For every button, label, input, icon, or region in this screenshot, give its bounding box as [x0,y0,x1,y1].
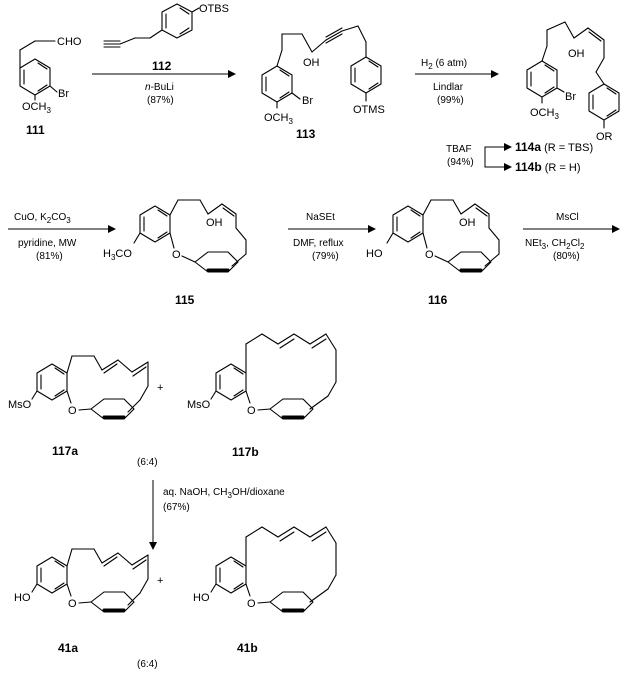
mso-label-117a: MsO [8,399,32,411]
arrowhead-2 [491,70,499,78]
oh-label-116: OH [459,217,476,229]
compound-111-label: 111 [26,123,45,137]
plus-sign-2: + [157,575,163,587]
o-label-117b: O [247,405,256,417]
ho-label-41b: HO [193,592,210,604]
compound-41a-structure [31,548,149,613]
yield-6-label: (80%) [553,251,580,262]
compound-41b-label: 41b [237,641,258,655]
compound-115-structure [133,199,247,273]
o-label-115: O [172,249,181,261]
reagent-dmf-label: DMF, reflux [293,238,344,249]
tbaf-arrowhead-2 [504,163,512,171]
yield-1-label: (87%) [147,95,174,106]
compound-114a-label: 114a (R = TBS) [515,140,593,154]
och3-label-113: OCH3 [264,112,293,126]
compound-114b-label: 114b (R = H) [515,160,581,174]
compound-111-structure [19,40,58,101]
reagent-buli-label: n-BuLi [145,82,174,93]
arrowhead-1 [228,70,236,78]
compound-113-structure [261,25,382,109]
br-label: Br [58,88,69,100]
yield-4-label: (81%) [36,251,63,262]
arrowhead-5 [368,225,376,233]
oh-label-115: OH [206,217,223,229]
compound-112-structure [103,3,200,48]
compound-117a-label: 117a [52,444,78,458]
tbaf-bracket [484,146,508,168]
tbaf-arrowhead-1 [504,143,512,151]
compound-114-structure [526,21,620,129]
or-label: OR [596,131,613,143]
arrowhead-7 [149,542,157,550]
h3co-label-115: H3CO [103,248,132,262]
br-label-113: Br [302,95,313,107]
plus-sign-1: + [157,382,163,394]
ratio-41-label: (6:4) [137,659,158,670]
yield-3-label: (94%) [447,157,474,168]
reagent-net3-label: NEt3, CH2Cl2 [525,238,585,251]
compound-115-label: 115 [175,293,195,307]
yield-2-label: (99%) [437,95,464,106]
arrowhead-4 [108,225,116,233]
compound-116-label: 116 [428,293,448,307]
yield-7-label: (67%) [163,502,190,513]
reagent-cuo-label: CuO, K2CO3 [14,212,71,225]
mso-label-117b: MsO [187,399,211,411]
ho-label-116: HO [366,248,383,260]
reagent-nasEt-label: NaSEt [306,212,335,223]
otbs-label: OTBS [199,3,229,15]
reagent-pyridine-label: pyridine, MW [18,238,77,249]
arrowhead-6 [612,225,620,233]
reagent-tbaf-label: TBAF [446,144,472,155]
compound-117b-structure [210,333,337,420]
compound-41b-structure [210,526,337,613]
reagent-112-label: 112 [152,59,172,73]
oh-label-113: OH [303,57,320,69]
compound-117a-structure [31,355,149,420]
cho-label: CHO [57,36,82,48]
reagent-lindlar-label: Lindlar [433,82,464,93]
compound-116-structure [386,199,500,273]
o-label-116: O [425,249,434,261]
otms-label: OTMS [353,104,385,116]
och3-label-114: OCH3 [530,107,559,121]
br-label-114: Br [565,91,576,103]
compound-41a-label: 41a [58,641,78,655]
yield-5-label: (79%) [312,251,339,262]
compound-113-label: 113 [296,127,316,141]
ratio-117-label: (6:4) [137,457,158,468]
oh-label-114: OH [568,48,585,60]
reagent-h2-label: H2 (6 atm) [421,58,467,71]
reagent-naoh-label: aq. NaOH, CH3OH/dioxane [163,487,285,500]
o-label-41a: O [68,598,77,610]
och3-label: OCH3 [22,101,51,115]
o-label-41b: O [247,598,256,610]
o-label-117a: O [68,405,77,417]
reagent-mscl-label: MsCl [556,212,579,223]
compound-117b-label: 117b [232,445,259,459]
ho-label-41a: HO [14,592,31,604]
